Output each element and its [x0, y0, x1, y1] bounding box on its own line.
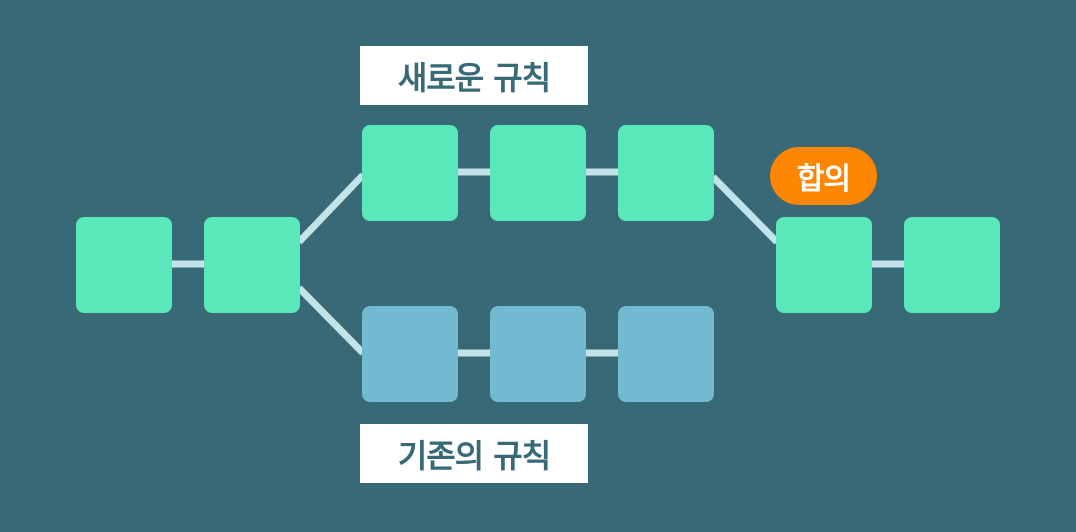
block-old-rule-2 [490, 306, 586, 402]
connector-new3-merged [710, 174, 780, 245]
block-chain-2 [204, 217, 300, 313]
block-old-rule-1 [362, 306, 458, 402]
block-new-rule-2 [490, 125, 586, 221]
block-consensus-1 [776, 217, 872, 313]
block-consensus-2 [904, 217, 1000, 313]
old-rule-label: 기존의 규칙 [360, 424, 588, 483]
block-chain-1 [76, 217, 172, 313]
block-old-rule-3 [618, 306, 714, 402]
block-new-rule-3 [618, 125, 714, 221]
consensus-badge: 합의 [770, 147, 877, 205]
new-rule-label: 새로운 규칙 [360, 46, 588, 105]
connector-b2-new1 [296, 172, 366, 245]
connector-b2-old1 [296, 285, 366, 356]
block-new-rule-1 [362, 125, 458, 221]
